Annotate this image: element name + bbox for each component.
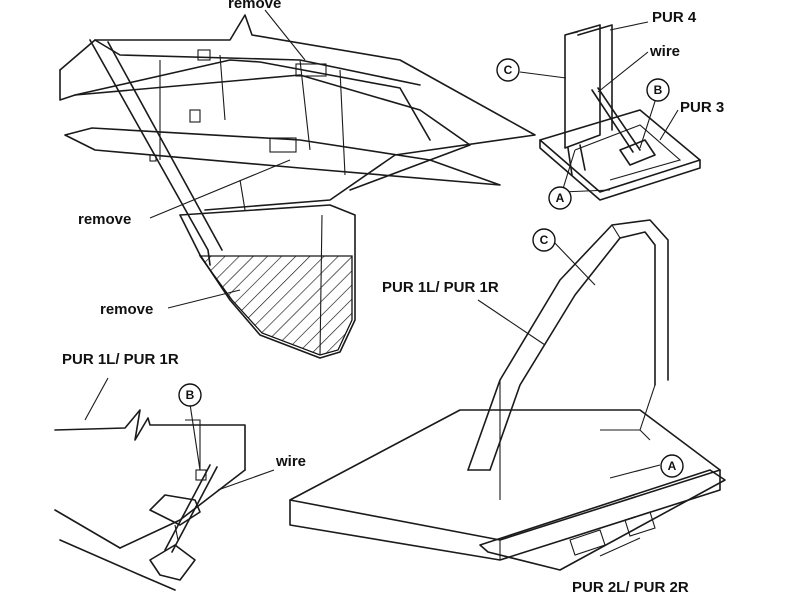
headrest-frame-drawing [289,219,726,571]
callout-a-top: A [548,186,572,210]
remove-label-middle: remove [78,211,131,228]
svg-text:A: A [668,459,677,473]
wire-label-top: wire [649,43,680,60]
callout-b-top: B [646,78,670,102]
pur1-label-left: PUR 1L/ PUR 1R [62,351,179,368]
svg-text:A: A [556,191,565,205]
pur3-label: PUR 3 [680,99,724,116]
wire-label-bottom: wire [275,453,306,470]
airframe-section-drawing [59,9,536,359]
callout-b-left: B [178,383,202,407]
remove-label-top: remove [228,0,281,12]
svg-text:C: C [540,233,549,247]
pur1-label-right: PUR 1L/ PUR 1R [382,279,499,296]
svg-text:C: C [504,63,513,77]
callout-c-right: C [532,228,556,252]
svg-text:B: B [654,83,663,97]
pur2-label: PUR 2L/ PUR 2R [572,579,689,596]
wire-attachment-drawing [54,377,275,591]
remove-label-lower: remove [100,301,153,318]
pur4-label: PUR 4 [652,9,697,26]
seat-detail-drawing [519,21,701,201]
callout-c-top: C [496,58,520,82]
svg-text:B: B [186,388,195,402]
callout-a-right: A [660,454,684,478]
